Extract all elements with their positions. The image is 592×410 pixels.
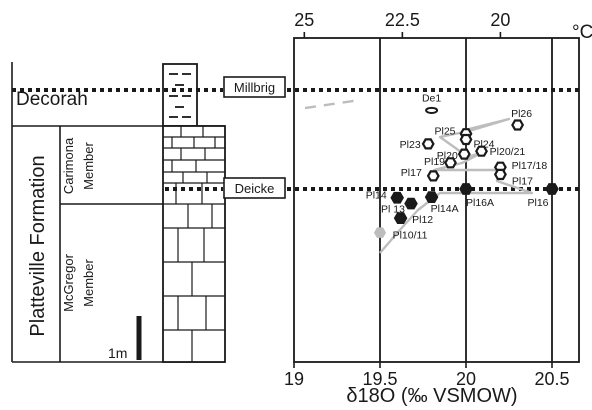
point-de1 [425, 106, 439, 115]
point-label: Pl10/11 [393, 230, 428, 242]
point-label: Pl25 [434, 126, 455, 138]
point-pl16a [459, 183, 473, 195]
data-points [373, 106, 559, 238]
point-pl12 [393, 212, 408, 224]
point-pl26 [511, 119, 525, 131]
point-label: Pl16 [527, 197, 548, 209]
point-label: Pl 13 [381, 204, 405, 216]
unit-mcgregor-member: Member [81, 258, 96, 306]
point-label: Pl23 [400, 139, 421, 151]
point-pl23 [421, 138, 435, 150]
point-pl2021 [475, 145, 488, 157]
point-label: Pl17 [512, 175, 533, 187]
temp-tick-label: 22.5 [385, 10, 420, 30]
x-axis-label: δ18O (‰ VSMOW) [346, 385, 517, 407]
point-label: Pl16A [466, 197, 494, 209]
unit-platteville: Platteville Formation [27, 155, 49, 336]
point-pl13 [404, 197, 418, 210]
point-pl19 [444, 157, 457, 169]
plot-frame [293, 37, 580, 363]
point-pl20 [457, 148, 471, 160]
x-tick-label: 20.5 [534, 369, 569, 389]
point-pl14a [424, 191, 439, 203]
point-pl17 [426, 170, 440, 182]
point-label: Pl14 [366, 190, 387, 202]
point-pl17 [493, 168, 507, 181]
x-tick-label: 19 [284, 369, 304, 389]
point-pl24 [459, 133, 473, 146]
point-pl14 [390, 191, 404, 204]
point-label: Pl20/21 [490, 146, 526, 158]
point-label: Pl24 [473, 139, 494, 151]
point-label: Pl17/18 [512, 160, 548, 172]
point-label: Pl26 [511, 108, 532, 120]
point-label: Pl20 [437, 150, 458, 162]
millbrig-label: Millbrig [234, 80, 275, 95]
unit-decorah: Decorah [16, 89, 88, 110]
x-tick-label: 20 [456, 369, 476, 389]
point-label: Pl19 [424, 156, 445, 168]
trend-dashed [304, 98, 361, 110]
horizon-label-deicke: Deicke [223, 177, 286, 199]
unit-carimona-member: Member [81, 141, 96, 189]
unit-mcgregor-word: McGregor [61, 253, 76, 311]
unit-carimona-word: Carimona [61, 137, 76, 194]
point-label: Pl12 [412, 214, 433, 226]
horizon-label-millbrig: Millbrig [223, 76, 286, 98]
point-label: Pl14A [431, 203, 459, 215]
top-axis-ticks: 25 22.5 20 [294, 10, 510, 38]
point-pl1011 [373, 227, 387, 238]
scale-bar-label: 1m [108, 345, 127, 361]
lithology-column [162, 63, 226, 363]
top-axis-unit: °C [572, 22, 592, 43]
deicke-label: Deicke [235, 181, 275, 196]
temp-tick-label: 20 [490, 10, 510, 30]
point-pl16 [545, 183, 559, 195]
x-tick-label: 19.5 [362, 369, 397, 389]
point-label: De1 [422, 92, 441, 104]
point-label: Pl17 [401, 167, 422, 179]
bottom-axis-ticks: 19 19.5 20 20.5 [284, 362, 570, 389]
temp-tick-label: 25 [294, 10, 314, 30]
